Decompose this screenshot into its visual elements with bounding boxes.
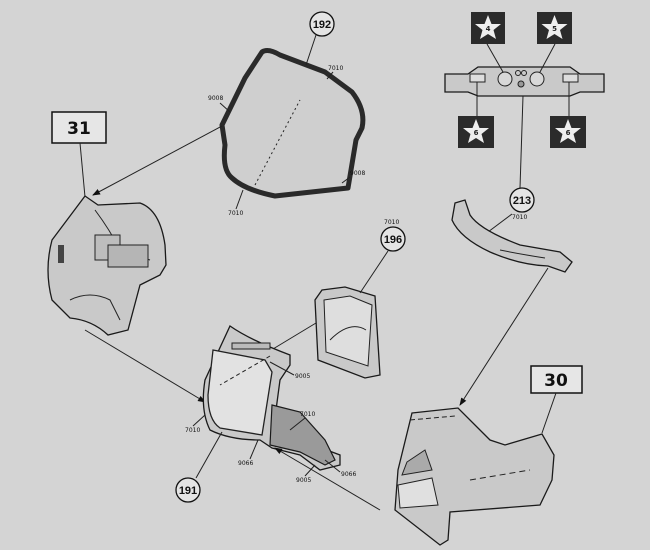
part-number-circle-192 [309,11,335,37]
part-number-213: 213 [513,195,531,207]
assembly-arrow [84,329,206,403]
step-box-31 [51,111,107,144]
color-code: 7010 [228,210,243,217]
assembly-arrow [459,267,549,406]
part-number-196: 196 [384,234,402,246]
right-fairing-part-30 [394,407,555,546]
left-fairing-part-31 [47,195,167,336]
assembly-arrow [92,125,223,196]
decal-number: 6 [566,129,571,137]
color-code: 9008 [208,95,223,102]
instrument-panel [444,66,605,97]
decal-6-right: 6 [550,116,586,148]
decal-number: 6 [474,129,479,137]
color-code: 7010 [512,214,527,221]
assembly-arrow [267,322,317,353]
decal-4: 4 [471,12,505,44]
decal-6-left: 6 [458,116,494,148]
front-fairing-part-191 [202,325,341,471]
step-number-31: 31 [67,119,91,139]
color-code: 9066 [238,460,253,467]
part-number-circle-196 [380,226,406,252]
color-code: 9008 [350,170,365,177]
dash-bracket-part-213 [451,199,573,273]
headlight-housing-part-196 [314,286,381,379]
assembly-arrow [274,447,381,511]
windshield-part-192 [219,48,366,199]
step-box-30 [530,365,583,394]
leader-line [305,34,317,66]
color-code: 7010 [384,219,399,226]
part-number-192: 192 [313,19,331,31]
step-number-30: 30 [544,371,568,391]
part-number-191: 191 [179,485,197,497]
part-number-circle-213 [509,187,535,213]
decal-number: 4 [486,25,491,33]
part-number-circle-191 [175,477,201,503]
decal-5: 5 [537,12,572,44]
decal-number: 5 [552,25,557,33]
color-code: 7010 [300,411,315,418]
color-code: 7010 [185,427,200,434]
color-code: 9005 [295,373,310,380]
color-code: 9005 [296,477,311,484]
color-code: 9066 [341,471,356,478]
color-code: 7010 [328,65,343,72]
